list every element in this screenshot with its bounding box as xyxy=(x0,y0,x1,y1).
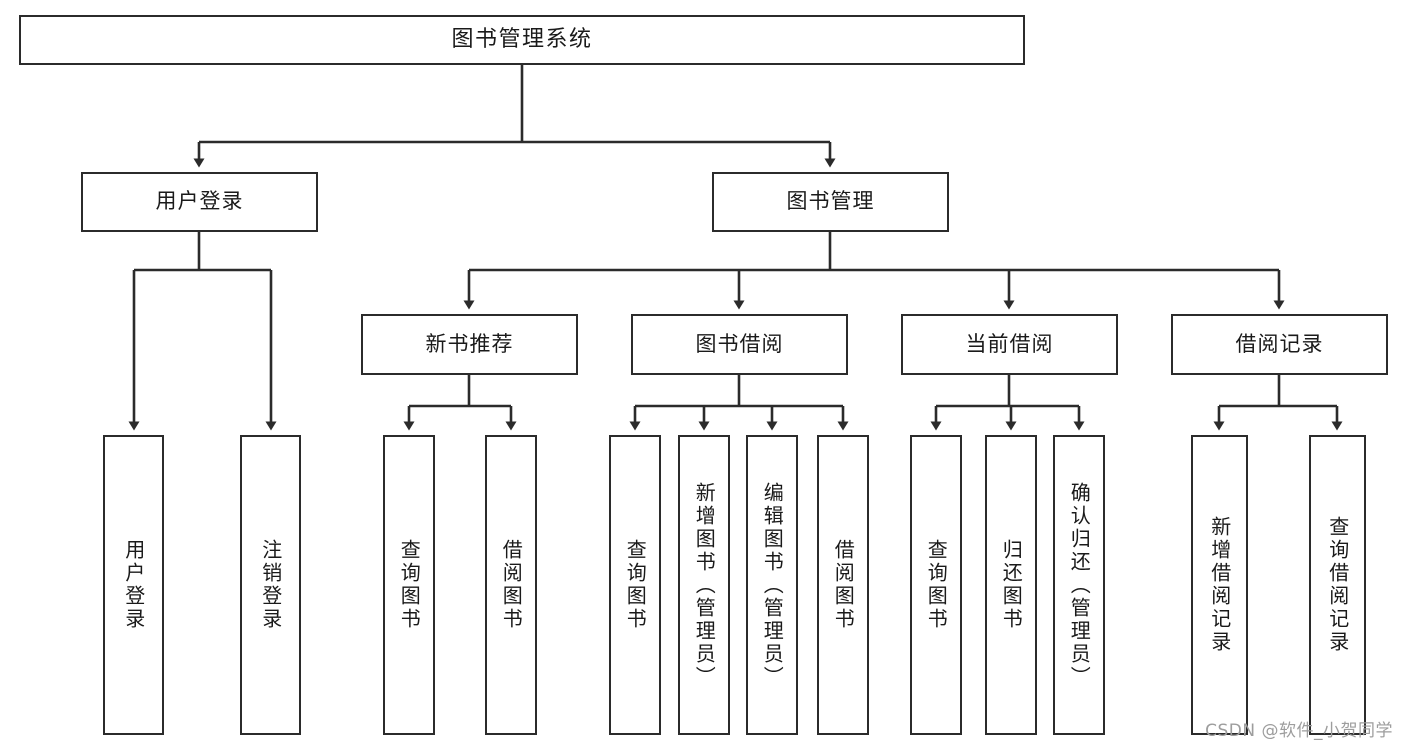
node-leaf-query-record-label: 查询借阅记录 xyxy=(1325,516,1350,654)
node-leaf-add-record[interactable]: 新增借阅记录 xyxy=(1191,435,1248,735)
node-book-borrow[interactable]: 图书借阅 xyxy=(631,314,848,375)
node-leaf-logout-label: 注销登录 xyxy=(258,539,283,631)
node-leaf-add-book[interactable]: 新增图书（管理员） xyxy=(678,435,730,735)
node-leaf-query-book-2-label: 查询图书 xyxy=(623,539,648,631)
node-new-book-rec[interactable]: 新书推荐 xyxy=(361,314,578,375)
node-current-borrow-label: 当前借阅 xyxy=(965,331,1054,356)
watermark-text: CSDN @软件_小贺同学 xyxy=(1205,721,1393,741)
node-leaf-user-login[interactable]: 用户登录 xyxy=(103,435,164,735)
node-leaf-borrow-book-1[interactable]: 借阅图书 xyxy=(485,435,537,735)
node-leaf-query-book-1-label: 查询图书 xyxy=(397,539,422,631)
node-leaf-confirm-return-label: 确认归还（管理员） xyxy=(1067,481,1092,689)
node-leaf-user-login-label: 用户登录 xyxy=(121,539,146,631)
node-borrow-record-label: 借阅记录 xyxy=(1235,331,1324,356)
node-leaf-borrow-book-2[interactable]: 借阅图书 xyxy=(817,435,869,735)
node-leaf-edit-book-label: 编辑图书（管理员） xyxy=(760,481,785,689)
node-leaf-confirm-return[interactable]: 确认归还（管理员） xyxy=(1053,435,1105,735)
node-leaf-return-book-label: 归还图书 xyxy=(999,539,1024,631)
node-book-manage[interactable]: 图书管理 xyxy=(712,172,949,232)
node-borrow-record[interactable]: 借阅记录 xyxy=(1171,314,1388,375)
node-root-label: 图书管理系统 xyxy=(451,26,593,52)
node-leaf-add-record-label: 新增借阅记录 xyxy=(1207,516,1232,654)
node-leaf-query-book-3[interactable]: 查询图书 xyxy=(910,435,962,735)
node-leaf-query-book-1[interactable]: 查询图书 xyxy=(383,435,435,735)
node-book-manage-label: 图书管理 xyxy=(786,189,875,214)
node-user-login-label: 用户登录 xyxy=(155,189,244,214)
node-leaf-query-book-3-label: 查询图书 xyxy=(924,539,949,631)
node-leaf-borrow-book-1-label: 借阅图书 xyxy=(499,539,524,631)
node-leaf-query-record[interactable]: 查询借阅记录 xyxy=(1309,435,1366,735)
node-root[interactable]: 图书管理系统 xyxy=(19,15,1025,65)
node-new-book-rec-label: 新书推荐 xyxy=(425,331,514,356)
node-leaf-return-book[interactable]: 归还图书 xyxy=(985,435,1037,735)
node-leaf-query-book-2[interactable]: 查询图书 xyxy=(609,435,661,735)
node-user-login[interactable]: 用户登录 xyxy=(81,172,318,232)
node-leaf-edit-book[interactable]: 编辑图书（管理员） xyxy=(746,435,798,735)
node-book-borrow-label: 图书借阅 xyxy=(695,331,784,356)
node-leaf-add-book-label: 新增图书（管理员） xyxy=(692,481,717,689)
node-current-borrow[interactable]: 当前借阅 xyxy=(901,314,1118,375)
node-leaf-borrow-book-2-label: 借阅图书 xyxy=(831,539,856,631)
node-leaf-logout[interactable]: 注销登录 xyxy=(240,435,301,735)
